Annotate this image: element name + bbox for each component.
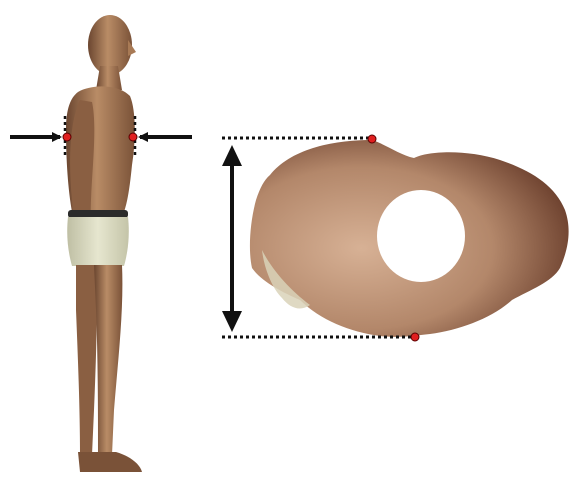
red-dot-icon	[63, 133, 71, 141]
double-arrow-vertical-icon	[222, 145, 242, 332]
figure-leg-back	[76, 265, 97, 455]
red-dot-icon	[411, 333, 419, 341]
red-dot-icon	[368, 135, 376, 143]
waistband	[68, 210, 128, 218]
figure-face	[128, 40, 136, 56]
figure-feet	[78, 452, 142, 472]
cross-section-cavity	[377, 190, 465, 282]
figure-neck	[96, 66, 122, 90]
human-figure	[66, 15, 142, 472]
shorts	[67, 217, 129, 266]
red-dot-icon	[129, 133, 137, 141]
torso-cross-section	[250, 140, 569, 337]
figure-leg-front	[94, 265, 122, 455]
